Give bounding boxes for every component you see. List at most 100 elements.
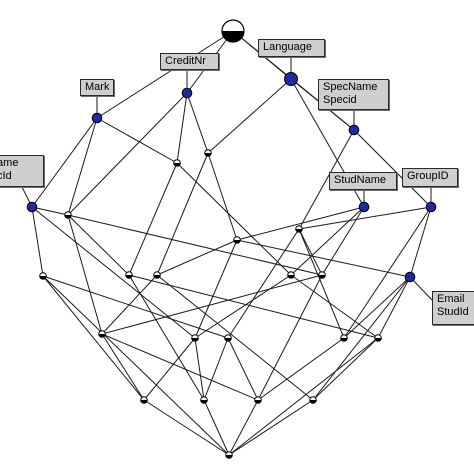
label-email-line-2: StudId	[437, 306, 469, 318]
label-specname-line-1: SpecName	[323, 81, 378, 93]
lattice-attribute-node	[91, 112, 103, 124]
lattice-node-shade	[224, 338, 232, 342]
lattice-attribute-node	[358, 201, 370, 213]
label-mark: Mark	[80, 79, 114, 96]
lattice-edge	[377, 276, 411, 339]
lattice-node-shade	[39, 276, 47, 280]
lattice-edge	[236, 206, 365, 241]
lattice-node-shade	[340, 338, 348, 342]
lattice-edge	[67, 214, 103, 335]
lattice-edge	[143, 337, 196, 401]
lattice-edge	[31, 206, 44, 277]
lattice-node-shade	[318, 275, 326, 279]
lattice-edge	[101, 274, 323, 335]
label-language: Language	[258, 39, 325, 57]
lattice-edge	[298, 206, 432, 230]
lattice-edge	[203, 399, 230, 456]
lattice-edge	[227, 337, 259, 401]
lattice-node-shade	[173, 163, 181, 167]
lattice-attribute-node	[284, 72, 298, 86]
lattice-edge	[156, 152, 209, 276]
lattice-edge	[96, 117, 178, 164]
label-studname: StudName	[329, 172, 397, 190]
lattice-edge	[128, 274, 379, 339]
lattice-node-shade	[309, 400, 317, 404]
lattice-edge	[42, 275, 229, 339]
lattice-edge	[67, 117, 98, 216]
label-groupid: GroupID	[402, 168, 458, 187]
lattice-top-node	[221, 19, 245, 43]
lattice-node-shade	[287, 275, 295, 279]
lattice-node-shade	[153, 275, 161, 279]
lattice-edge	[409, 206, 432, 278]
lattice-edge	[143, 399, 230, 456]
label-email-line-1: Email	[437, 293, 465, 305]
lattice-edge	[236, 239, 411, 278]
label-groupid-line-1: GroupID	[407, 170, 449, 182]
label-language-line-1: Language	[263, 41, 312, 53]
lattice-edge	[290, 274, 379, 339]
lattice-node-shade	[125, 275, 133, 279]
label-discname-discid: dName discId	[0, 155, 44, 187]
lattice-edge	[101, 333, 145, 401]
label-leader-line	[409, 276, 433, 301]
lattice-edge	[228, 399, 259, 456]
lattice-node-shade	[64, 215, 72, 219]
lattice-edge	[96, 30, 234, 119]
lattice-node-shade	[225, 455, 233, 459]
lattice-edge	[298, 129, 355, 230]
lattice-edge	[194, 337, 205, 401]
lattice-edge	[194, 239, 238, 339]
lattice-edge	[207, 78, 292, 154]
lattice-edge	[31, 117, 98, 208]
lattice-edge	[31, 206, 69, 216]
lattice-edge	[228, 337, 379, 456]
lattice-edge	[353, 129, 432, 208]
lattice-node-shade	[140, 400, 148, 404]
lattice-node-shade	[204, 153, 212, 157]
lattice-edge	[101, 333, 259, 401]
label-creditnr: CreditNr	[160, 53, 219, 70]
lattice-edge	[176, 92, 188, 164]
lattice-attribute-node	[181, 87, 193, 99]
lattice-edge	[194, 274, 292, 339]
label-studname-line-1: StudName	[334, 174, 386, 186]
lattice-edge	[67, 214, 323, 276]
lattice-attribute-node	[348, 124, 360, 136]
lattice-edge	[42, 275, 230, 456]
label-discname-line-2: discId	[0, 170, 12, 182]
lattice-attribute-node	[404, 271, 416, 283]
lattice-edge	[186, 92, 209, 154]
label-creditnr-line-1: CreditNr	[165, 55, 206, 67]
lattice-edge	[343, 276, 411, 339]
lattice-node-shade	[295, 229, 303, 233]
lattice-edge	[227, 228, 300, 339]
label-discname-line-1: dName	[0, 157, 19, 169]
lattice-edge	[312, 337, 379, 401]
lattice-node-shade	[200, 400, 208, 404]
lattice-edge	[298, 228, 345, 339]
lattice-edge	[290, 206, 365, 276]
lattice-edge	[298, 228, 323, 276]
lattice-edge	[176, 162, 292, 276]
lattice-node-shade	[233, 240, 241, 244]
lattice-edge	[228, 399, 314, 456]
lattice-edge	[67, 214, 130, 276]
lattice-node-shade	[191, 338, 199, 342]
lattice-edge	[101, 274, 158, 335]
lattice-edge	[257, 337, 345, 401]
label-mark-line-1: Mark	[85, 81, 110, 93]
lattice-edge	[321, 206, 365, 276]
lattice-node-shade	[254, 400, 262, 404]
lattice-edge	[128, 162, 178, 276]
lattice-edge	[42, 275, 145, 401]
lattice-node-shade	[98, 334, 106, 338]
lattice-edge	[203, 337, 229, 401]
lattice-edge	[128, 274, 205, 401]
label-specname-line-2: Specid	[323, 94, 357, 106]
label-email-studid: Email StudId	[432, 291, 474, 325]
lattice-edge	[312, 276, 411, 401]
lattice-edge	[67, 92, 188, 216]
